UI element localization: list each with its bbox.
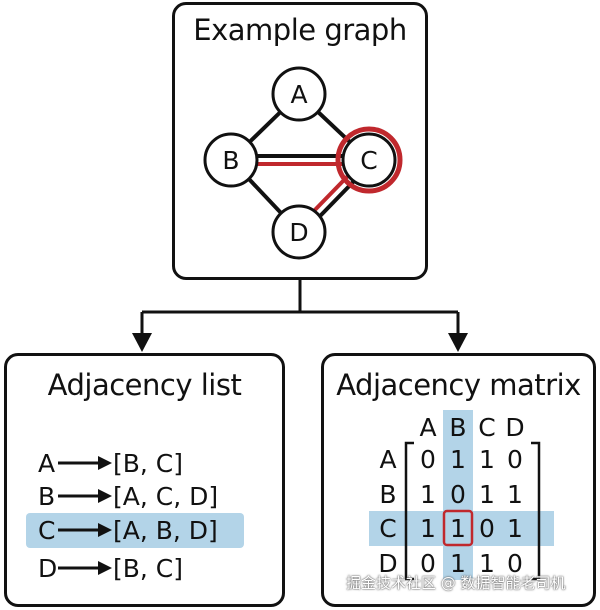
node-c (341, 132, 397, 188)
matrix-col-header-d: D (505, 413, 524, 442)
adjacency-list-title: Adjacency list (47, 368, 242, 402)
matrix-cell: 1 (507, 480, 523, 509)
arrow-head-right (448, 333, 468, 352)
list-arrow-head (98, 561, 112, 575)
node-b (203, 132, 259, 188)
matrix-col-header-b: B (449, 413, 466, 442)
node-a-label: A (290, 80, 307, 109)
arrow-head-left (132, 333, 152, 352)
matrix-row-highlight (369, 511, 554, 546)
adjacency-list-box: Adjacency list (4, 353, 285, 607)
matrix-row-header-b: B (379, 480, 396, 509)
matrix-cell: 1 (450, 549, 466, 578)
list-node-d: D (38, 554, 57, 583)
connector-arrows (140, 280, 460, 335)
matrix-cell: 1 (420, 480, 436, 509)
node-c-label: C (360, 146, 377, 175)
node-a (271, 66, 327, 122)
matrix-cell: 1 (479, 480, 495, 509)
matrix-col-header-c: C (478, 413, 495, 442)
matrix-right-bracket (531, 441, 541, 581)
matrix-cell: 0 (479, 514, 495, 543)
adjacency-list: A [B, C] B [A, C, D] C [A, B, D] D [B, C] (26, 449, 244, 583)
list-arrow-head (98, 523, 112, 537)
adjacency-list-highlight (26, 513, 244, 548)
matrix-column-highlight (443, 410, 473, 580)
matrix-cell-highlight (442, 509, 474, 547)
matrix-cell: 1 (507, 514, 523, 543)
matrix-cell: 0 (420, 445, 436, 474)
matrix-cell: 0 (420, 549, 436, 578)
matrix-cell: 1 (479, 445, 495, 474)
list-neighbors-c: [A, B, D] (113, 516, 218, 545)
matrix-cell: 1 (450, 445, 466, 474)
node-b-label: B (222, 146, 239, 175)
matrix-cell: 0 (507, 445, 523, 474)
node-d (271, 204, 327, 260)
node-c-highlight-ring (335, 126, 403, 194)
example-graph-title: Example graph (193, 13, 407, 47)
example-graph: A B C D (203, 66, 403, 260)
list-neighbors-b: [A, C, D] (113, 482, 218, 511)
matrix-cell: 0 (450, 480, 466, 509)
matrix-cell: 0 (507, 549, 523, 578)
node-d-label: D (289, 218, 308, 247)
list-node-b: B (38, 482, 55, 511)
watermark: 掘金技术社区 @ 数据智能老司机 (346, 574, 566, 592)
list-arrow-head (98, 456, 112, 470)
matrix-left-bracket (404, 441, 414, 581)
matrix-cell: 1 (420, 514, 436, 543)
matrix-cell: 1 (479, 549, 495, 578)
matrix-row-header-a: A (379, 445, 396, 474)
matrix-row-header-d: D (378, 549, 397, 578)
matrix-row-header-c: C (379, 514, 396, 543)
list-neighbors-d: [B, C] (113, 554, 183, 583)
list-arrow-head (98, 489, 112, 503)
matrix-cell: 1 (450, 514, 466, 543)
list-node-a: A (38, 449, 55, 478)
list-node-c: C (38, 516, 55, 545)
list-neighbors-a: [B, C] (113, 449, 183, 478)
adjacency-matrix-title: Adjacency matrix (336, 368, 581, 402)
matrix-col-header-a: A (419, 413, 436, 442)
